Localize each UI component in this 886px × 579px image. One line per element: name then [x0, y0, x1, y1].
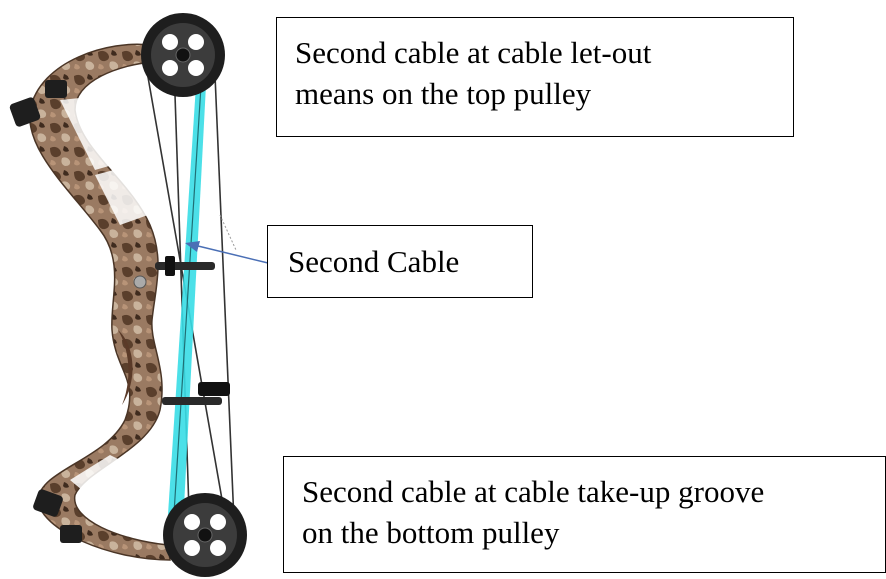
arrow-rest-bottom — [162, 382, 230, 405]
second-cable-callout: Second Cable — [267, 225, 533, 298]
top-cam — [141, 13, 225, 97]
bottom-pulley-callout: Second cable at cable take-up groove on … — [283, 456, 886, 573]
bow-riser — [28, 43, 171, 561]
bottom-cam — [163, 493, 247, 577]
bottom-callout-line-1: Second cable at cable take-up groove — [302, 474, 765, 509]
second-cable-line — [171, 85, 202, 546]
top-callout-line-2: means on the top pulley — [295, 76, 592, 111]
arrow-rest-top — [155, 256, 215, 276]
top-callout-line-1: Second cable at cable let-out — [295, 35, 652, 70]
pointer-arrow — [185, 241, 269, 264]
limb-pocket-top — [9, 80, 67, 127]
limb-pocket-bottom — [33, 489, 82, 543]
top-pulley-callout: Second cable at cable let-out means on t… — [276, 17, 794, 137]
bottom-callout-line-2: on the bottom pulley — [302, 515, 560, 550]
riser-screw — [133, 275, 147, 289]
second-cable-label: Second Cable — [288, 244, 460, 279]
